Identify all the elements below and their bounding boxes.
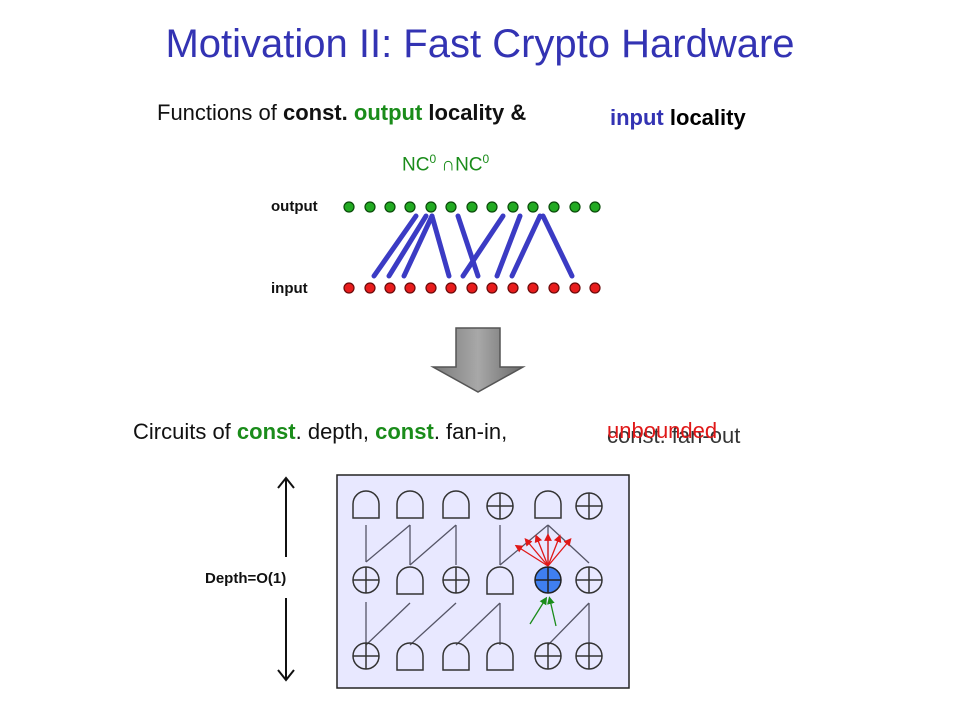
nc-b: NC	[455, 154, 483, 176]
functions-locality-amp: locality &	[428, 100, 527, 125]
functions-prefix: Functions of	[157, 100, 283, 125]
nc-b-sup: 0	[482, 152, 490, 166]
circuits-const-depth: const	[236, 419, 296, 444]
functions-input: input	[610, 105, 664, 130]
circuits-line: Circuits of const. depth, const. fan-in,	[133, 419, 507, 445]
and-gate-icon	[442, 490, 470, 519]
gates-bottom-row	[352, 642, 603, 671]
nc-a: NC	[402, 154, 430, 176]
depth-label: Depth=O(1)	[205, 570, 287, 587]
xor-gate-icon	[534, 642, 562, 670]
circuits-const-fanin: const	[375, 419, 434, 444]
xor-gate-icon	[575, 492, 603, 520]
and-gate-icon	[442, 642, 470, 671]
input-row-label: input	[271, 280, 308, 297]
xor-gate-icon	[575, 566, 603, 594]
xor-gate-icon	[486, 492, 514, 520]
slide-title: Motivation II: Fast Crypto Hardware	[165, 22, 795, 66]
nc0-intersection-label: NC0 ∩NC0	[402, 152, 489, 176]
down-arrow-icon	[430, 327, 526, 393]
and-gate-icon	[352, 490, 380, 519]
fanout-unbounded-text: unbounded	[607, 418, 718, 443]
and-gate-icon	[396, 490, 424, 519]
fanin-arrows	[529, 596, 557, 627]
cap-symbol: ∩	[441, 154, 456, 176]
fanout-const-text: const. fan-out	[607, 423, 741, 448]
functions-line: Functions of const. output locality &	[157, 100, 526, 126]
and-gate-icon	[396, 642, 424, 671]
output-dots	[343, 201, 601, 213]
functions-locality: locality	[669, 105, 746, 130]
circuits-fanin: . fan-in,	[433, 419, 508, 444]
locality-lines	[371, 213, 575, 279]
and-gate-icon	[486, 642, 514, 671]
circuit-wires	[365, 524, 590, 646]
circuit-panel	[336, 474, 630, 689]
output-row-label: output	[271, 198, 318, 215]
gates-middle-row	[352, 566, 603, 595]
circuits-prefix: Circuits of	[133, 419, 237, 444]
xor-gate-icon	[575, 642, 603, 670]
gates-top-row	[352, 490, 603, 520]
functions-const: const.	[282, 100, 348, 125]
xor-gate-icon	[352, 566, 380, 594]
and-gate-icon	[486, 566, 514, 595]
fanout-arrows	[514, 533, 572, 567]
xor-gate-icon	[352, 642, 380, 670]
highlighted-xor-gate-icon	[534, 566, 562, 594]
depth-arrow-icon	[277, 476, 295, 682]
circuits-depth: . depth,	[295, 419, 376, 444]
and-gate-icon	[534, 490, 562, 519]
and-gate-icon	[396, 566, 424, 595]
functions-input-locality: input locality	[610, 105, 746, 131]
nc-a-sup: 0	[429, 152, 437, 166]
input-dots	[343, 282, 601, 294]
functions-output: output	[353, 100, 423, 125]
xor-gate-icon	[442, 566, 470, 594]
